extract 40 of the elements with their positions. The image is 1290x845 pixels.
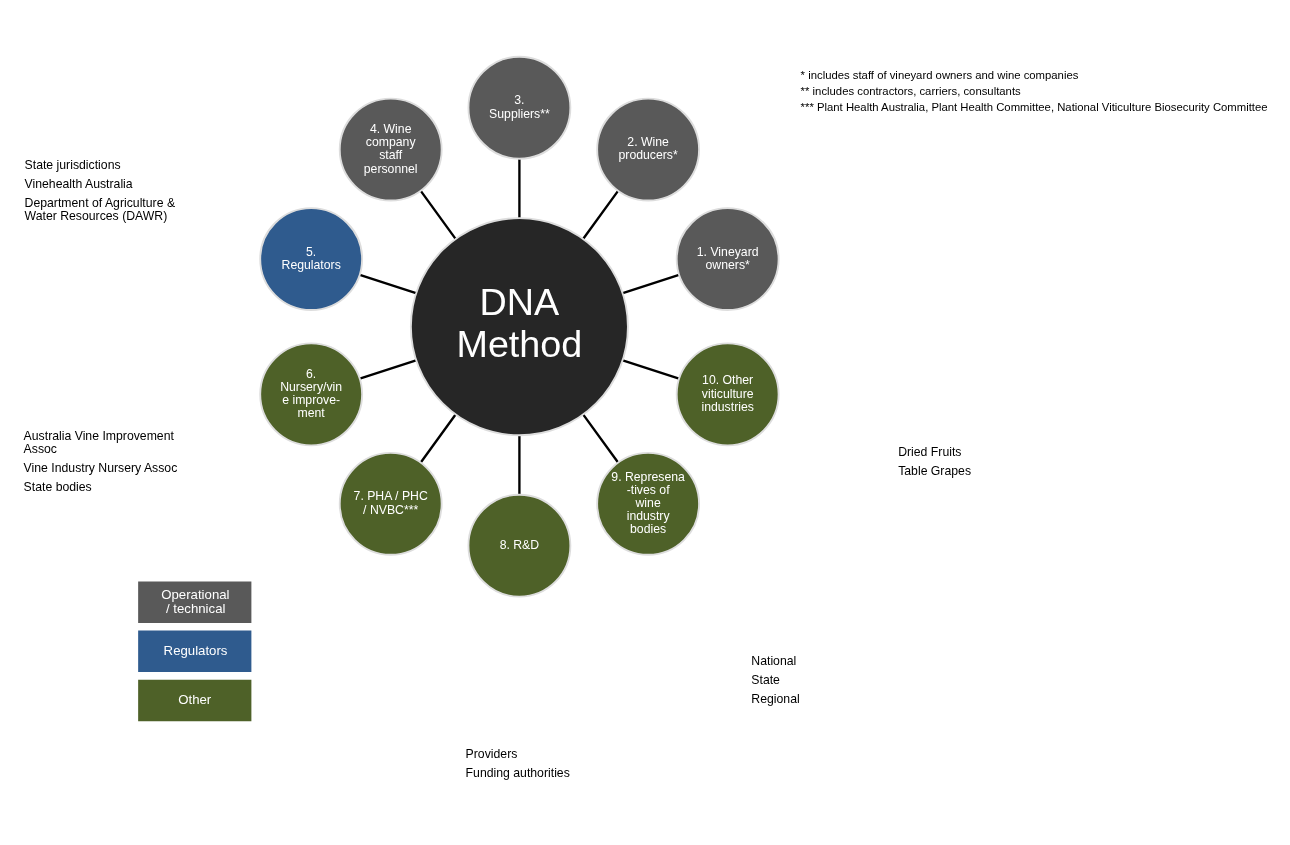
- connector: [582, 190, 619, 240]
- node-label: Regional: [751, 692, 800, 707]
- node-circle: 10. Other viticulture industries: [675, 342, 780, 447]
- node-circle: 2. Wine producers*: [596, 97, 700, 202]
- node-circle: 4. Wine company staff personnel: [338, 97, 443, 202]
- connector: [359, 273, 417, 295]
- node-label: State: [751, 673, 780, 688]
- node-circle: 7. PHA / PHC / NVBC***: [338, 451, 443, 556]
- node-circle: 3. Suppliers**: [467, 55, 572, 160]
- connector: [582, 414, 619, 464]
- legend-label: Operational / technical: [161, 586, 230, 616]
- label: * includes staff of vineyard owners and wine companies: [800, 69, 1079, 82]
- node-circle: 1. Vineyard owners*: [675, 207, 780, 311]
- node-label: Funding authorities: [465, 766, 570, 781]
- node-circle: 8. R&D: [467, 493, 572, 598]
- connector: [622, 359, 680, 380]
- node-circle: 6. Nursery/vin e improve- ment: [259, 342, 364, 447]
- node-label: Vinehealth Australia: [24, 176, 133, 191]
- connector: [419, 190, 457, 240]
- legend-label: Regulators: [163, 642, 228, 658]
- node-label: Table Grapes: [898, 463, 972, 478]
- label: ** includes contractors, carriers, consultants: [800, 85, 1021, 98]
- connector: [359, 359, 417, 380]
- node-label: State bodies: [23, 479, 92, 494]
- node-label: State jurisdictions: [24, 158, 121, 173]
- connector: [518, 435, 521, 495]
- connector: [419, 414, 457, 464]
- node-circle: 5. Regulators: [259, 207, 364, 311]
- node-label: Department of Agriculture & Water Resources (DAWR): [24, 195, 176, 224]
- node-circle: 9. Represena -tives of wine industry bodies: [596, 451, 700, 556]
- legend-label: Other: [178, 691, 212, 707]
- connector: [622, 273, 680, 295]
- label: *** Plant Health Australia, Plant Health Committee, National Viticulture Biosecurity Committee: [800, 101, 1268, 114]
- node-label: National: [751, 654, 797, 669]
- node-label: Australia Vine Improvement Assoc: [23, 428, 174, 456]
- connector: [518, 158, 521, 218]
- node-circle: DNA Method: [409, 217, 629, 437]
- node-label: Dried Fruits: [898, 444, 962, 459]
- node-label: Providers: [465, 747, 518, 762]
- node-label: Vine Industry Nursery Assoc: [23, 460, 178, 475]
